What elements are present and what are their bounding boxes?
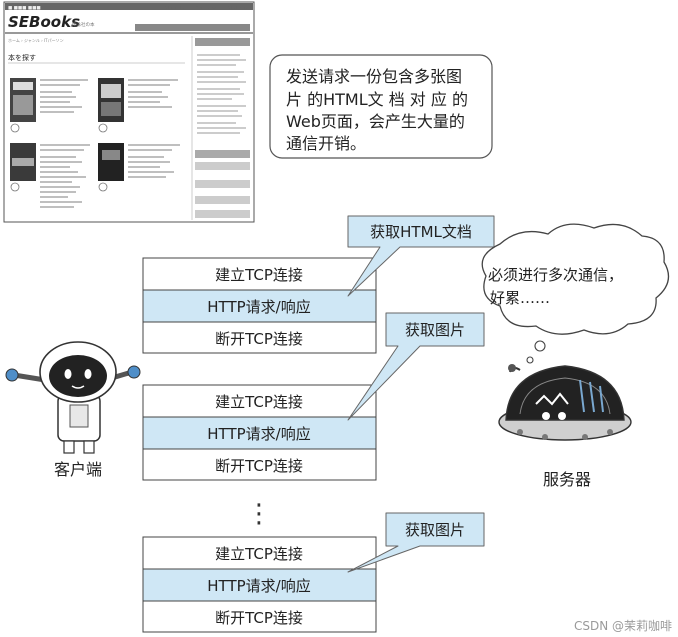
http-row-highlight	[142, 289, 377, 323]
row-http-request-response: HTTP请求/响应	[207, 577, 310, 595]
callout-get-html: 获取HTML文档	[347, 215, 495, 297]
server-icon	[498, 364, 632, 441]
watermark: CSDN @茉莉咖啡	[574, 618, 672, 633]
connection-group-2: 建立TCP连接 HTTP请求/响应 断开TCP连接 获取图片	[142, 312, 485, 481]
server-bubble-line-2: 好累……	[490, 289, 550, 307]
callout-label: 获取图片	[405, 521, 465, 539]
http-row-highlight	[142, 416, 377, 450]
note-line-4: 通信开销。	[286, 134, 366, 153]
thumbnail-logo: SEBooks	[8, 13, 80, 31]
row-http-request-response: HTTP请求/响应	[207, 425, 310, 443]
svg-text:翔泳社の本: 翔泳社の本	[72, 21, 95, 28]
row-establish-tcp: 建立TCP连接	[215, 545, 303, 563]
svg-text:■ ■■■ ■■■: ■ ■■■ ■■■	[8, 6, 41, 11]
thumbnail-link-2: Hutech Learning	[190, 5, 227, 11]
http-row-highlight	[142, 568, 377, 602]
client-robot-icon	[5, 341, 141, 454]
callout-label: 获取HTML文档	[370, 223, 472, 241]
thumbnail-link-1: SEBooks	[165, 5, 185, 11]
row-close-tcp: 断开TCP连接	[215, 457, 303, 475]
server-label: 服务器	[543, 470, 591, 489]
note-line-1: 发送请求一份包含多张图	[286, 67, 462, 86]
thumbnail-heading: 本を探す	[8, 53, 36, 62]
note-line-3: Web页面，会产生大量的	[286, 112, 465, 131]
thumbnail-link-3: SEMedia	[228, 5, 247, 11]
callout-get-image: 获取图片	[347, 312, 485, 421]
note-line-2: 片 的HTML文 档 对 应 的	[286, 90, 468, 109]
connection-group-1: 建立TCP连接 HTTP请求/响应 断开TCP连接 获取HTML文档	[142, 215, 495, 354]
server-thought-bubble: 必须进行多次通信， 好累……	[481, 223, 670, 364]
row-close-tcp: 断开TCP连接	[215, 609, 303, 627]
row-http-request-response: HTTP请求/响应	[207, 298, 310, 316]
row-establish-tcp: 建立TCP连接	[215, 393, 303, 411]
callout-label: 获取图片	[405, 321, 465, 339]
webpage-thumbnail: ■ ■■■ ■■■ SEBooks 翔泳社の本 SEBooks Hutech L…	[3, 1, 255, 223]
ellipsis: ⋮	[246, 499, 272, 529]
row-establish-tcp: 建立TCP连接	[215, 266, 303, 284]
row-close-tcp: 断开TCP连接	[215, 330, 303, 348]
server-bubble-line-1: 必须进行多次通信，	[488, 266, 623, 284]
client-label: 客户端	[54, 460, 102, 479]
connection-group-3: 建立TCP连接 HTTP请求/响应 断开TCP连接 获取图片	[142, 512, 485, 633]
callout-get-image: 获取图片	[347, 512, 485, 573]
note-box: 发送请求一份包含多张图 片 的HTML文 档 对 应 的 Web页面，会产生大量…	[269, 54, 493, 159]
svg-text:ホーム › ジャンル › ITパーソン: ホーム › ジャンル › ITパーソン	[8, 38, 64, 43]
